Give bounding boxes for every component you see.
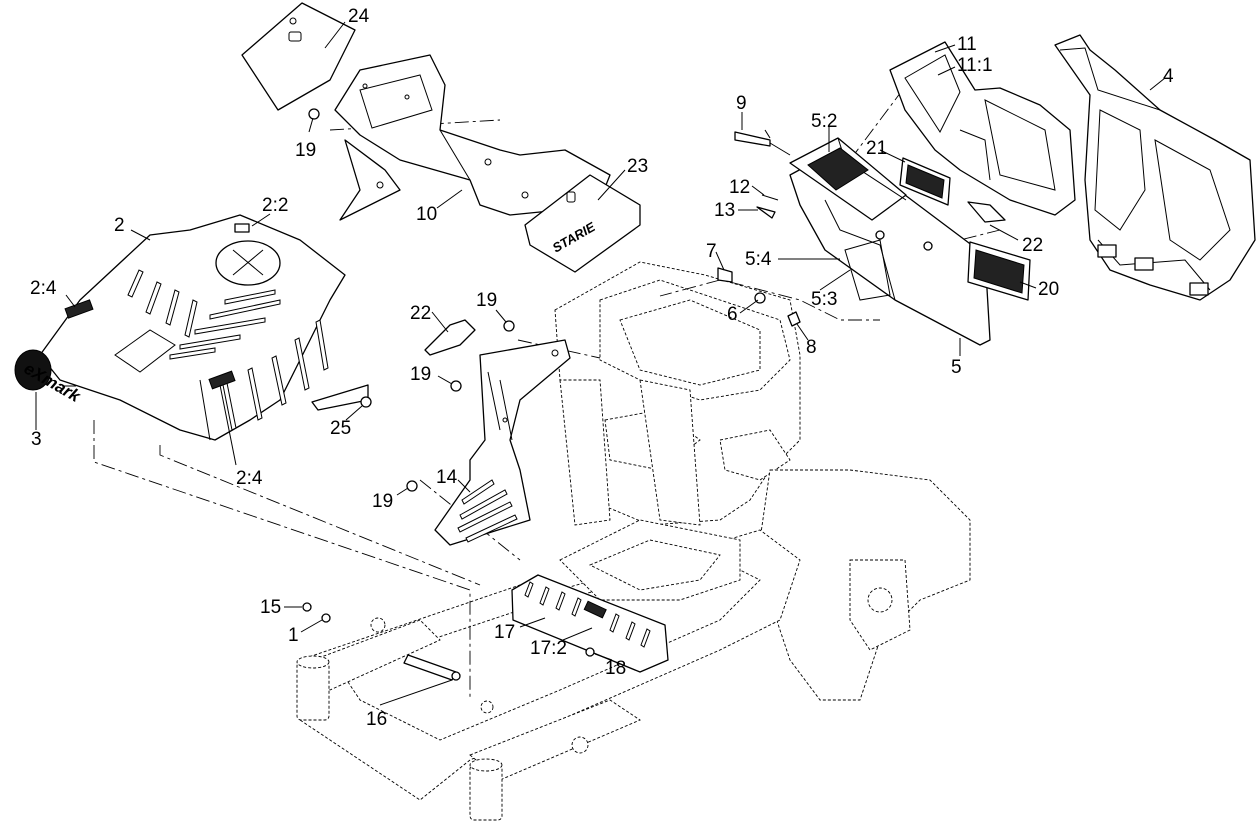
callout-15: 15	[260, 597, 281, 618]
bolt-19-mid	[503, 320, 515, 332]
washer-1	[321, 613, 331, 623]
callout-3: 3	[31, 429, 42, 450]
callout-7: 7	[706, 241, 717, 262]
bolt-18	[585, 647, 595, 657]
callout-25: 25	[330, 418, 351, 439]
part-17-guard	[511, 574, 669, 673]
callout-23: 23	[627, 156, 648, 177]
callout-8: 8	[806, 337, 817, 358]
callout-21: 21	[866, 138, 887, 159]
callout-17: 17	[494, 622, 515, 643]
callout-22-left: 22	[410, 303, 431, 324]
spring-12	[761, 194, 779, 201]
callout-13: 13	[714, 200, 735, 221]
callout-10: 10	[416, 204, 437, 225]
callout-4: 4	[1163, 66, 1174, 87]
callout-19-mid: 19	[476, 290, 497, 311]
part-20-grille	[967, 241, 1031, 301]
part-4-fender	[1054, 34, 1256, 301]
part-21-grille	[899, 157, 951, 206]
bolt-7	[717, 267, 733, 283]
callout-11-1: 11:1	[957, 55, 993, 76]
callout-19-top: 19	[295, 140, 316, 161]
callout-19-bottom: 19	[372, 491, 393, 512]
callout-19-lower: 19	[410, 364, 431, 385]
callout-2: 2	[114, 215, 125, 236]
callout-9: 9	[736, 93, 747, 114]
callout-5-4: 5:4	[745, 249, 772, 270]
part-14-side-panel	[434, 339, 571, 546]
nut-15	[302, 602, 312, 612]
callout-2-4-upper: 2:4	[30, 278, 57, 299]
callout-11: 11	[957, 34, 977, 55]
callout-14: 14	[436, 467, 458, 488]
part-5-control-panel	[789, 137, 991, 346]
part-2-cover	[39, 214, 346, 441]
part-23-decal-plate: STARIE	[524, 174, 641, 273]
callout-5-3: 5:3	[811, 289, 837, 310]
callout-24: 24	[348, 6, 370, 27]
part-22-right-seal	[967, 201, 1006, 223]
callout-6: 6	[727, 304, 738, 325]
chassis-frame	[296, 261, 971, 821]
callout-5: 5	[951, 357, 962, 378]
part-22-left-seal	[424, 319, 476, 356]
callout-1: 1	[288, 625, 299, 646]
callout-18: 18	[605, 658, 626, 679]
callout-12: 12	[729, 177, 750, 198]
callout-17-2: 17:2	[530, 638, 567, 659]
callout-5-2: 5:2	[811, 111, 837, 132]
part-11-side-cover	[889, 41, 1076, 216]
callout-2-4-lower: 2:4	[236, 468, 263, 489]
bolt-19-top	[308, 108, 320, 120]
callout-20: 20	[1038, 279, 1059, 300]
bolt-19-group	[308, 108, 515, 492]
callout-16: 16	[366, 709, 387, 730]
clip-13	[756, 206, 776, 219]
part-9-linkage	[734, 129, 791, 156]
callout-22-right: 22	[1022, 235, 1043, 256]
bolt-19-bottom	[406, 480, 418, 492]
bolt-19-lower	[450, 380, 462, 392]
callout-2-2: 2:2	[262, 195, 288, 216]
part-25-clip	[311, 384, 372, 411]
leader-lines	[35, 21, 1166, 706]
part-10-console-bracket	[334, 54, 611, 221]
callout-labels: 24 19 10 23 2 2:2 2:4 2:4 3 25 22 19 19 …	[30, 6, 1174, 730]
nut-8	[787, 311, 801, 327]
part-24-plate	[241, 2, 356, 111]
